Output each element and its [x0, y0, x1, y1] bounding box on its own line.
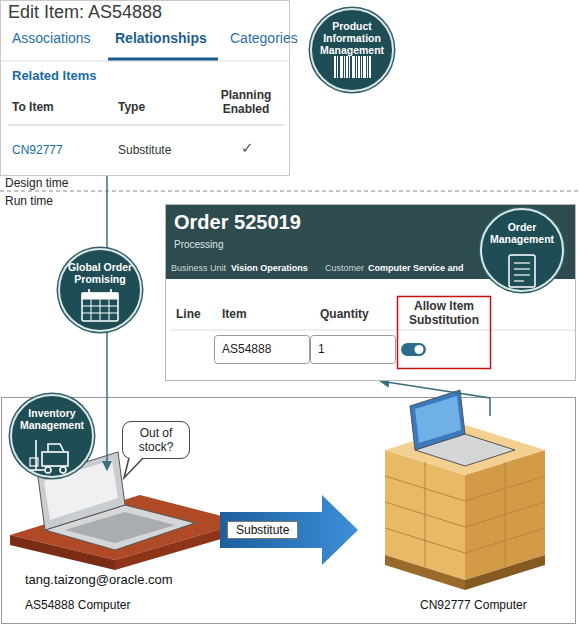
header-field: Customer	[325, 263, 364, 273]
box-stack	[465, 450, 545, 580]
application-badge: Global Order Promising	[58, 248, 142, 332]
phase-label: Design time	[5, 176, 68, 190]
laptop-symbol	[65, 512, 175, 543]
table-cell: CN92777	[12, 143, 63, 157]
connector-arrow	[380, 381, 490, 416]
box-stack	[465, 528, 545, 553]
section-heading: Related Items	[12, 68, 97, 83]
laptop-symbol	[415, 396, 461, 443]
column-header: Allow Item Substitution	[401, 299, 487, 327]
badge-label: Inventory Management	[18, 407, 86, 431]
box-stack	[385, 425, 545, 590]
phase-label: Run time	[5, 194, 53, 208]
box-stack	[385, 476, 465, 501]
time-divider	[0, 191, 579, 192]
laptop-symbol	[410, 390, 465, 450]
box-stack	[425, 462, 426, 567]
red-pallet	[10, 495, 245, 570]
column-header: Type	[118, 100, 145, 114]
speech-callout: Out of stock?	[122, 421, 190, 459]
box-stack	[465, 502, 545, 527]
callout-tail	[124, 457, 143, 478]
panel-title: Edit Item: AS54888	[8, 2, 162, 23]
callout-tail	[124, 458, 143, 478]
box-stack	[385, 502, 465, 527]
product-illustration: AS54888 Computer	[15, 470, 220, 620]
box-stack	[385, 555, 465, 590]
product-illustration: CN92777 Computer	[358, 416, 550, 620]
header-field: Business Unit	[171, 263, 226, 273]
badge-label: Global Order Promising	[66, 261, 134, 285]
red-pallet	[10, 495, 245, 560]
callout-tail	[124, 457, 143, 478]
product-caption: AS54888 Computer	[25, 598, 130, 612]
laptop-symbol	[410, 390, 515, 466]
header-value: Computer Service and	[368, 263, 464, 273]
box-stack	[465, 476, 545, 501]
status-text: Processing	[174, 239, 223, 250]
callout-text: Out of stock?	[126, 426, 186, 454]
flow-arrow	[220, 495, 358, 565]
column-header: Planning Enabled	[208, 88, 284, 116]
input-value: 1	[318, 342, 325, 356]
application-badge: Inventory Management	[10, 394, 94, 478]
red-pallet	[115, 522, 245, 570]
time-divider	[0, 191, 579, 192]
product-caption: CN92777 Computer	[420, 598, 527, 612]
laptop-symbol	[415, 434, 515, 466]
application-badge: Order Management	[480, 208, 564, 292]
watermark-text: tang.taizong@oracle.com	[25, 572, 173, 587]
tab-label: Categories	[230, 30, 298, 46]
tab-label: Relationships	[115, 30, 207, 46]
check-mark: ✓	[241, 139, 254, 157]
header-value: Vision Operations	[231, 263, 308, 273]
tab-label: Associations	[12, 30, 91, 46]
box-stack	[385, 462, 545, 567]
table-cell: Substitute	[118, 143, 171, 157]
edge-label: Substitute	[227, 521, 298, 539]
badge-label: Order Management	[488, 221, 556, 245]
box-stack	[385, 528, 465, 553]
column-header: To Item	[12, 100, 54, 114]
box-stack	[385, 450, 465, 580]
application-badge: Product Information Management	[310, 8, 394, 92]
box-stack	[505, 462, 506, 567]
input-value: AS54888	[222, 342, 271, 356]
panel-title: Order 525019	[174, 211, 301, 234]
box-stack	[465, 555, 545, 590]
badge-label: Product Information Management	[318, 20, 386, 56]
red-pallet	[10, 535, 115, 570]
laptop-symbol	[45, 505, 195, 550]
column-header: Item	[222, 307, 247, 321]
column-header: Quantity	[320, 307, 369, 321]
column-header: Line	[176, 307, 201, 321]
box-stack	[385, 425, 545, 475]
